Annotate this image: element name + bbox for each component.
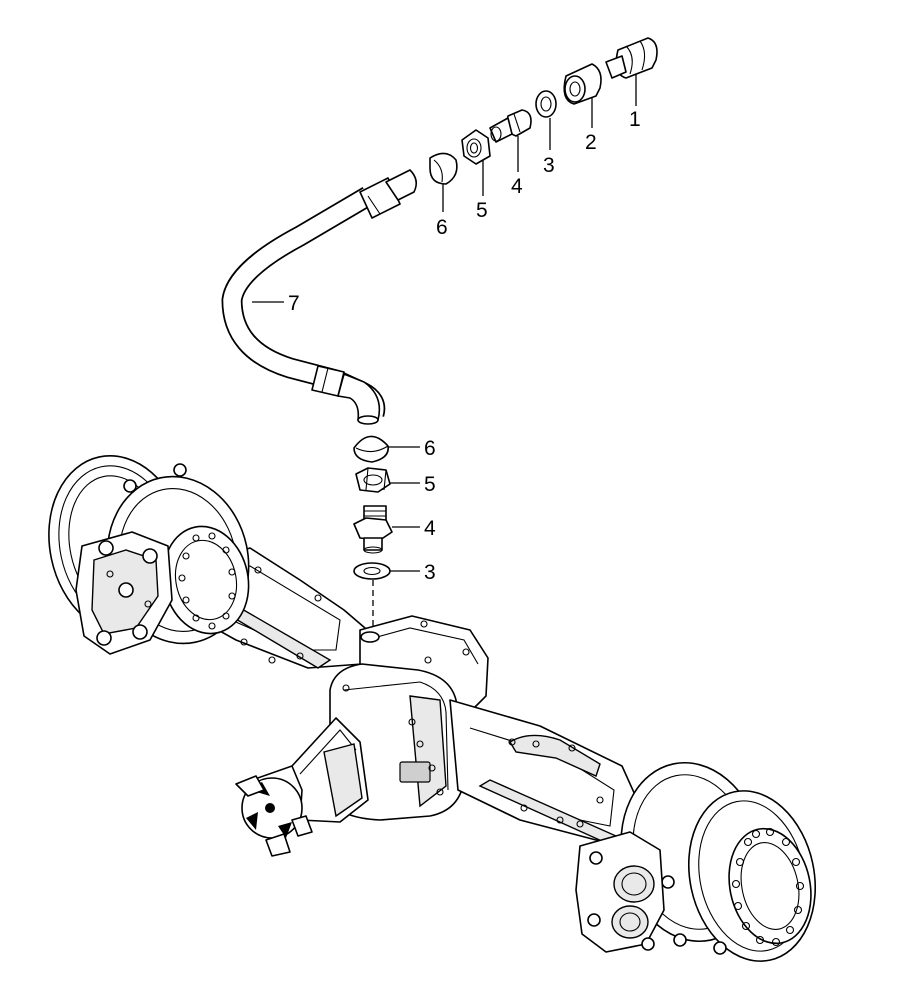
callout-hose-7: 7 [288, 292, 300, 315]
callout-mid-4: 4 [424, 517, 436, 540]
part-1-fitting [605, 37, 658, 79]
part-3-washer [535, 90, 557, 118]
callout-top-4: 4 [511, 175, 523, 198]
callout-top-6: 6 [436, 216, 448, 239]
axle-assembly [48, 455, 817, 962]
callout-top-3: 3 [543, 154, 555, 177]
part-6-cap [429, 152, 458, 185]
callout-mid-6: 6 [424, 437, 436, 460]
callout-top-1: 1 [629, 108, 641, 131]
callout-mid-5: 5 [424, 473, 436, 496]
part-5-hex-nut [355, 467, 391, 493]
part-5-nut [461, 129, 491, 165]
part-6-dome-cap [353, 435, 389, 463]
callout-top-5: 5 [476, 199, 488, 222]
callout-top-2: 2 [585, 131, 597, 154]
part-4-adapter [353, 505, 393, 554]
part-2-sleeve [563, 63, 602, 105]
callout-mid-3: 3 [424, 561, 436, 584]
part-7-hose [221, 169, 418, 425]
part-4-union [489, 109, 532, 143]
part-3-seal-ring [353, 562, 391, 580]
